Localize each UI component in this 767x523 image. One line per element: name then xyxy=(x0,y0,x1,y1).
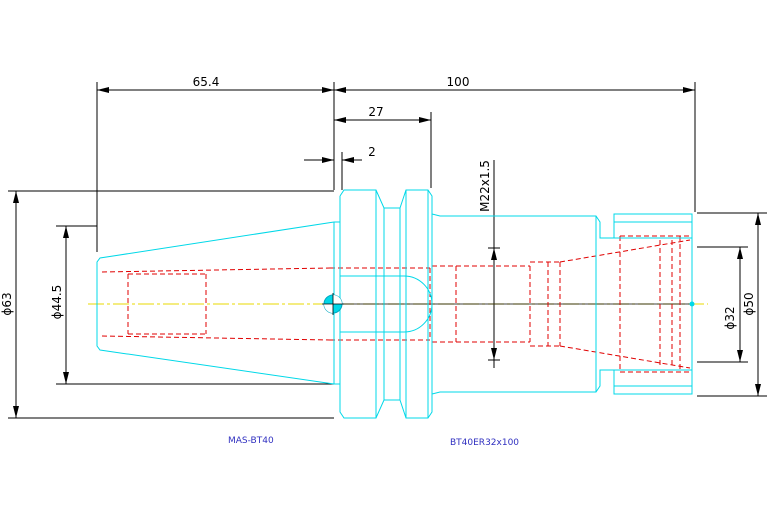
dimension-lines xyxy=(8,82,767,419)
origin-marker xyxy=(322,293,344,315)
dim-flange-offset: 2 xyxy=(368,145,376,159)
dim-dia-taper: ϕ44.5 xyxy=(50,285,64,320)
dim-dia-flange: ϕ63 xyxy=(0,292,14,315)
dim-dia-nut: ϕ50 xyxy=(742,292,756,315)
label-spindle-standard: MAS-BT40 xyxy=(228,436,274,446)
dim-length-overall: 100 xyxy=(447,75,470,89)
dim-taper-length: 65.4 xyxy=(193,75,220,89)
holder-outline xyxy=(96,189,693,419)
hidden-lines xyxy=(101,235,691,373)
dim-flange-width: 27 xyxy=(368,105,383,119)
dim-thread: M22x1.5 xyxy=(478,160,492,212)
dim-dia-collet: ϕ32 xyxy=(723,306,737,329)
label-holder-model: BT40ER32x100 xyxy=(450,438,519,448)
end-marker xyxy=(689,301,695,307)
dimension-arrows xyxy=(13,87,761,418)
